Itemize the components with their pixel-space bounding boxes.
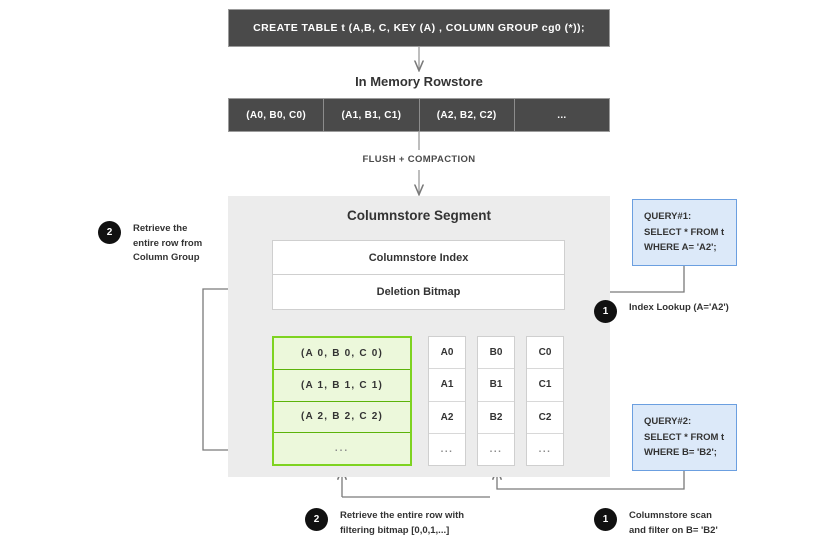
query2-line3: WHERE B= 'B2'; xyxy=(644,447,717,458)
rowstore-cell: (A2, B2, C2) xyxy=(420,99,515,131)
column-group-row: ... xyxy=(334,443,350,455)
step-badge: 2 xyxy=(98,221,121,244)
query1-line3: WHERE A= 'A2'; xyxy=(644,242,717,253)
step-retrieve-with-bitmap: 2 Retrieve the entire row with filtering… xyxy=(305,508,464,538)
query1-box: QUERY#1: SELECT * FROM t WHERE A= 'A2'; xyxy=(632,199,737,266)
column-c-cell: C0 xyxy=(527,337,563,370)
step-badge: 1 xyxy=(594,508,617,531)
step-retrieve-column-group: 2 Retrieve the entire row from Column Gr… xyxy=(98,221,202,266)
create-table-statement-text: CREATE TABLE t (A,B, C, KEY (A) , COLUMN… xyxy=(253,22,585,34)
column-group-row: (A 1, B 1, C 1) xyxy=(274,370,410,402)
flush-compaction-label: FLUSH + COMPACTION xyxy=(362,154,476,165)
column-a: A0 A1 A2 ... xyxy=(428,336,466,466)
step-label: Index Lookup (A='A2') xyxy=(629,302,729,313)
step-index-lookup: 1 Index Lookup (A='A2') xyxy=(594,300,729,323)
query2-line1: QUERY#2: xyxy=(644,416,692,427)
rowstore-cells: (A0, B0, C0) (A1, B1, C1) (A2, B2, C2) .… xyxy=(228,98,610,132)
query1-line1: QUERY#1: xyxy=(644,211,692,222)
column-a-cell: A1 xyxy=(429,369,465,402)
column-c: C0 C1 C2 ... xyxy=(526,336,564,466)
column-b-cell: B2 xyxy=(478,402,514,434)
column-a-cell: A2 xyxy=(429,402,465,434)
column-a-cell: ... xyxy=(440,443,454,455)
column-c-cell: ... xyxy=(538,443,552,455)
step-badge: 1 xyxy=(594,300,617,323)
query1-line2: SELECT * FROM t xyxy=(644,226,725,238)
columnstore-segment-title: Columnstore Segment xyxy=(346,208,492,223)
column-group-table: (A 0, B 0, C 0) (A 1, B 1, C 1) (A 2, B … xyxy=(272,336,412,466)
query2-line2: SELECT * FROM t xyxy=(644,431,725,443)
column-b-cell: B1 xyxy=(478,369,514,402)
column-c-cell: C2 xyxy=(527,402,563,434)
column-c-cell: C1 xyxy=(527,369,563,402)
column-b-cell: B0 xyxy=(478,337,514,370)
deletion-bitmap-label: Deletion Bitmap xyxy=(376,286,461,298)
column-group-row: (A 0, B 0, C 0) xyxy=(274,338,410,370)
rowstore-cell: (A0, B0, C0) xyxy=(229,99,325,131)
query2-box: QUERY#2: SELECT * FROM t WHERE B= 'B2'; xyxy=(632,404,737,471)
column-a-cell: A0 xyxy=(429,337,465,370)
step-columnstore-scan: 1 Columnstore scan and filter on B= 'B2' xyxy=(594,508,718,538)
step-label: Retrieve the entire row with filtering b… xyxy=(340,510,465,536)
rowstore-title: In Memory Rowstore xyxy=(355,74,483,89)
step-label: Retrieve the entire row from Column Grou… xyxy=(133,223,203,263)
columnstore-index-label: Columnstore Index xyxy=(368,251,469,264)
create-table-statement-bar: CREATE TABLE t (A,B, C, KEY (A) , COLUMN… xyxy=(228,9,610,47)
column-b: B0 B1 B2 ... xyxy=(477,336,515,466)
column-group-row: (A 2, B 2, C 2) xyxy=(274,402,410,434)
rowstore-cell: ... xyxy=(557,109,567,121)
step-label: Columnstore scan and filter on B= 'B2' xyxy=(629,510,718,536)
step-badge: 2 xyxy=(305,508,328,531)
deletion-bitmap-box: Deletion Bitmap xyxy=(272,275,565,310)
rowstore-cell: (A1, B1, C1) xyxy=(324,99,420,131)
column-b-cell: ... xyxy=(489,443,503,455)
columnstore-index-box: Columnstore Index xyxy=(272,240,565,275)
